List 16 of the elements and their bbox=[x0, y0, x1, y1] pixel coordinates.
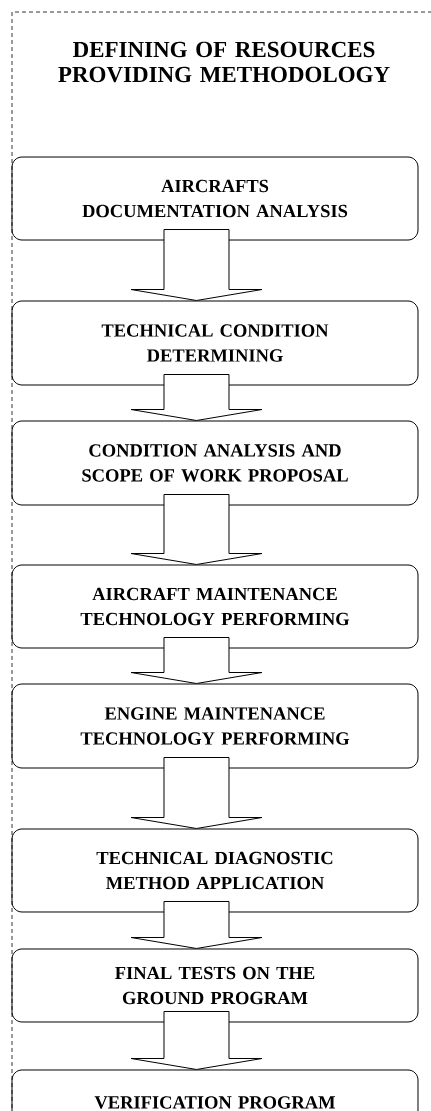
process-box: CONDITION ANALYSIS AND SCOPE OF WORK PROPOSAL bbox=[11, 420, 419, 506]
block-arrow bbox=[130, 757, 263, 829]
process-box: FINAL TESTS ON THE GROUND PROGRAM bbox=[11, 948, 419, 1023]
title: DEFINING OF RESOURCES PROVIDING METHODOLOGY bbox=[58, 41, 390, 83]
process-box: TECHNICAL CONDITION DETERMINING bbox=[11, 300, 419, 386]
block-arrow bbox=[130, 1011, 263, 1070]
process-box: AIRCRAFT MAINTENANCE TECHNOLOGY PERFORMING bbox=[11, 564, 419, 649]
block-arrow bbox=[130, 901, 263, 949]
process-box: TECHNICAL DIAGNOSTIC METHOD APPLICATION bbox=[11, 828, 419, 913]
block-arrow bbox=[130, 229, 263, 301]
block-arrow bbox=[130, 494, 263, 565]
process-box: VERIFICATION PROGRAM bbox=[11, 1069, 419, 1111]
process-box: AIRCRAFTS DOCUMENTATION ANALYSIS bbox=[11, 156, 419, 241]
block-arrow bbox=[130, 637, 263, 684]
block-arrow bbox=[130, 374, 263, 421]
process-box: ENGINE MAINTENANCE TECHNOLOGY PERFORMING bbox=[11, 683, 419, 769]
